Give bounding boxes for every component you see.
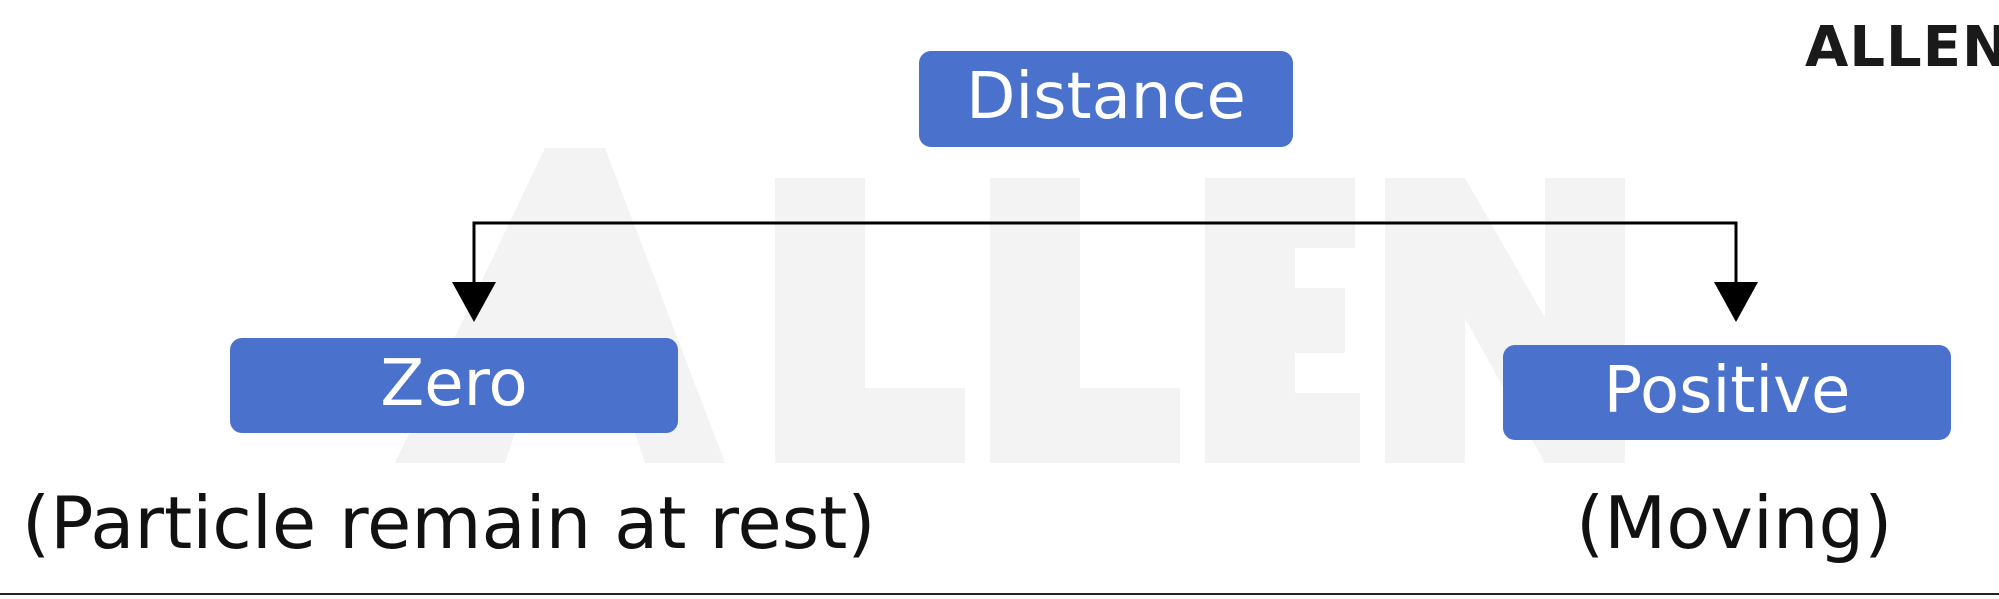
allen-logo: ALLEN: [1805, 15, 1999, 80]
zero-caption: (Particle remain at rest): [22, 481, 876, 565]
arrow-right-icon: [1714, 282, 1758, 322]
positive-node: Positive: [1503, 345, 1951, 440]
positive-caption: (Moving): [1576, 481, 1893, 565]
distance-node: Distance: [919, 51, 1293, 147]
zero-node: Zero: [230, 338, 678, 433]
connector-line: [472, 221, 1738, 282]
arrow-left-icon: [452, 282, 496, 322]
bottom-divider: [0, 593, 1999, 595]
distance-label: Distance: [966, 60, 1246, 134]
zero-label: Zero: [380, 346, 528, 421]
positive-label: Positive: [1603, 353, 1851, 428]
